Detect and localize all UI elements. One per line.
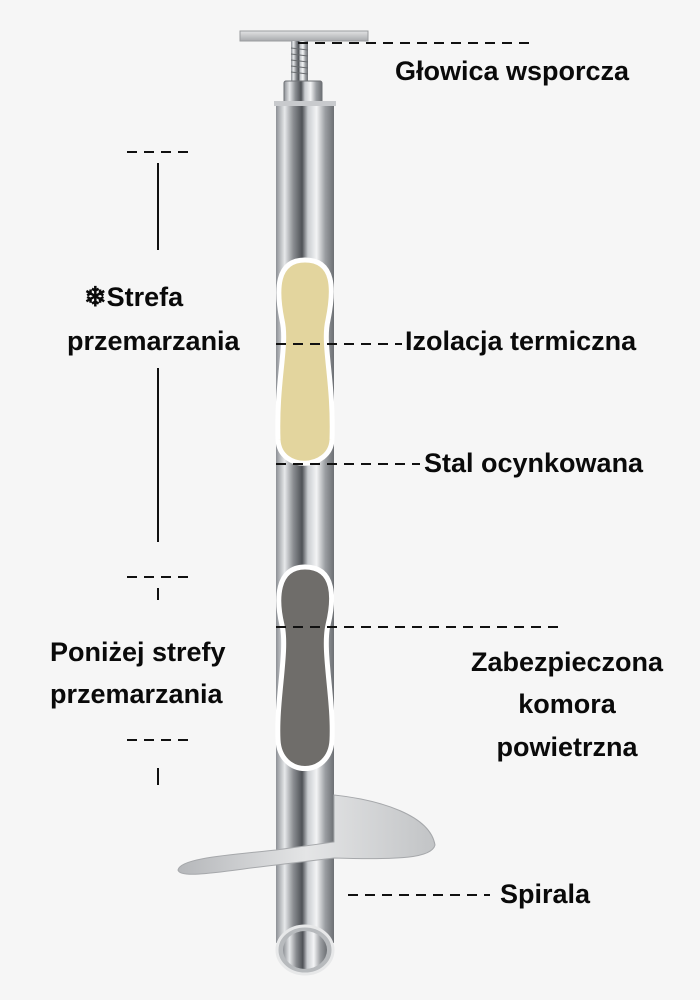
label-below-frost-line2: przemarzania — [50, 679, 223, 709]
air-chamber-cutout — [275, 564, 335, 771]
label-air-chamber-line3: powietrzna — [496, 732, 638, 762]
label-support-head: Głowica wsporcza — [395, 56, 630, 86]
label-air-chamber-line1: Zabezpieczona — [470, 647, 664, 677]
support-plate — [239, 30, 369, 42]
snowflake-icon: ❄ — [84, 282, 107, 312]
insulation-cutout — [275, 257, 335, 466]
label-spiral: Spirala — [500, 879, 591, 909]
label-galvanized-steel: Stal ocynkowana — [424, 448, 644, 478]
nut — [283, 80, 323, 104]
label-frost-zone-line2: przemarzania — [67, 326, 240, 356]
spiral-blade — [177, 794, 436, 875]
label-air-chamber-line2: komora — [518, 689, 616, 719]
leader-lines — [127, 42, 565, 896]
frost-zone-text: Strefa — [106, 282, 184, 312]
label-frost-zone-line1: ❄Strefa — [84, 284, 183, 311]
label-insulation: Izolacja termiczna — [405, 326, 637, 356]
steel-pipe — [276, 103, 334, 943]
label-below-frost-line1: Poniżej strefy — [50, 637, 226, 667]
